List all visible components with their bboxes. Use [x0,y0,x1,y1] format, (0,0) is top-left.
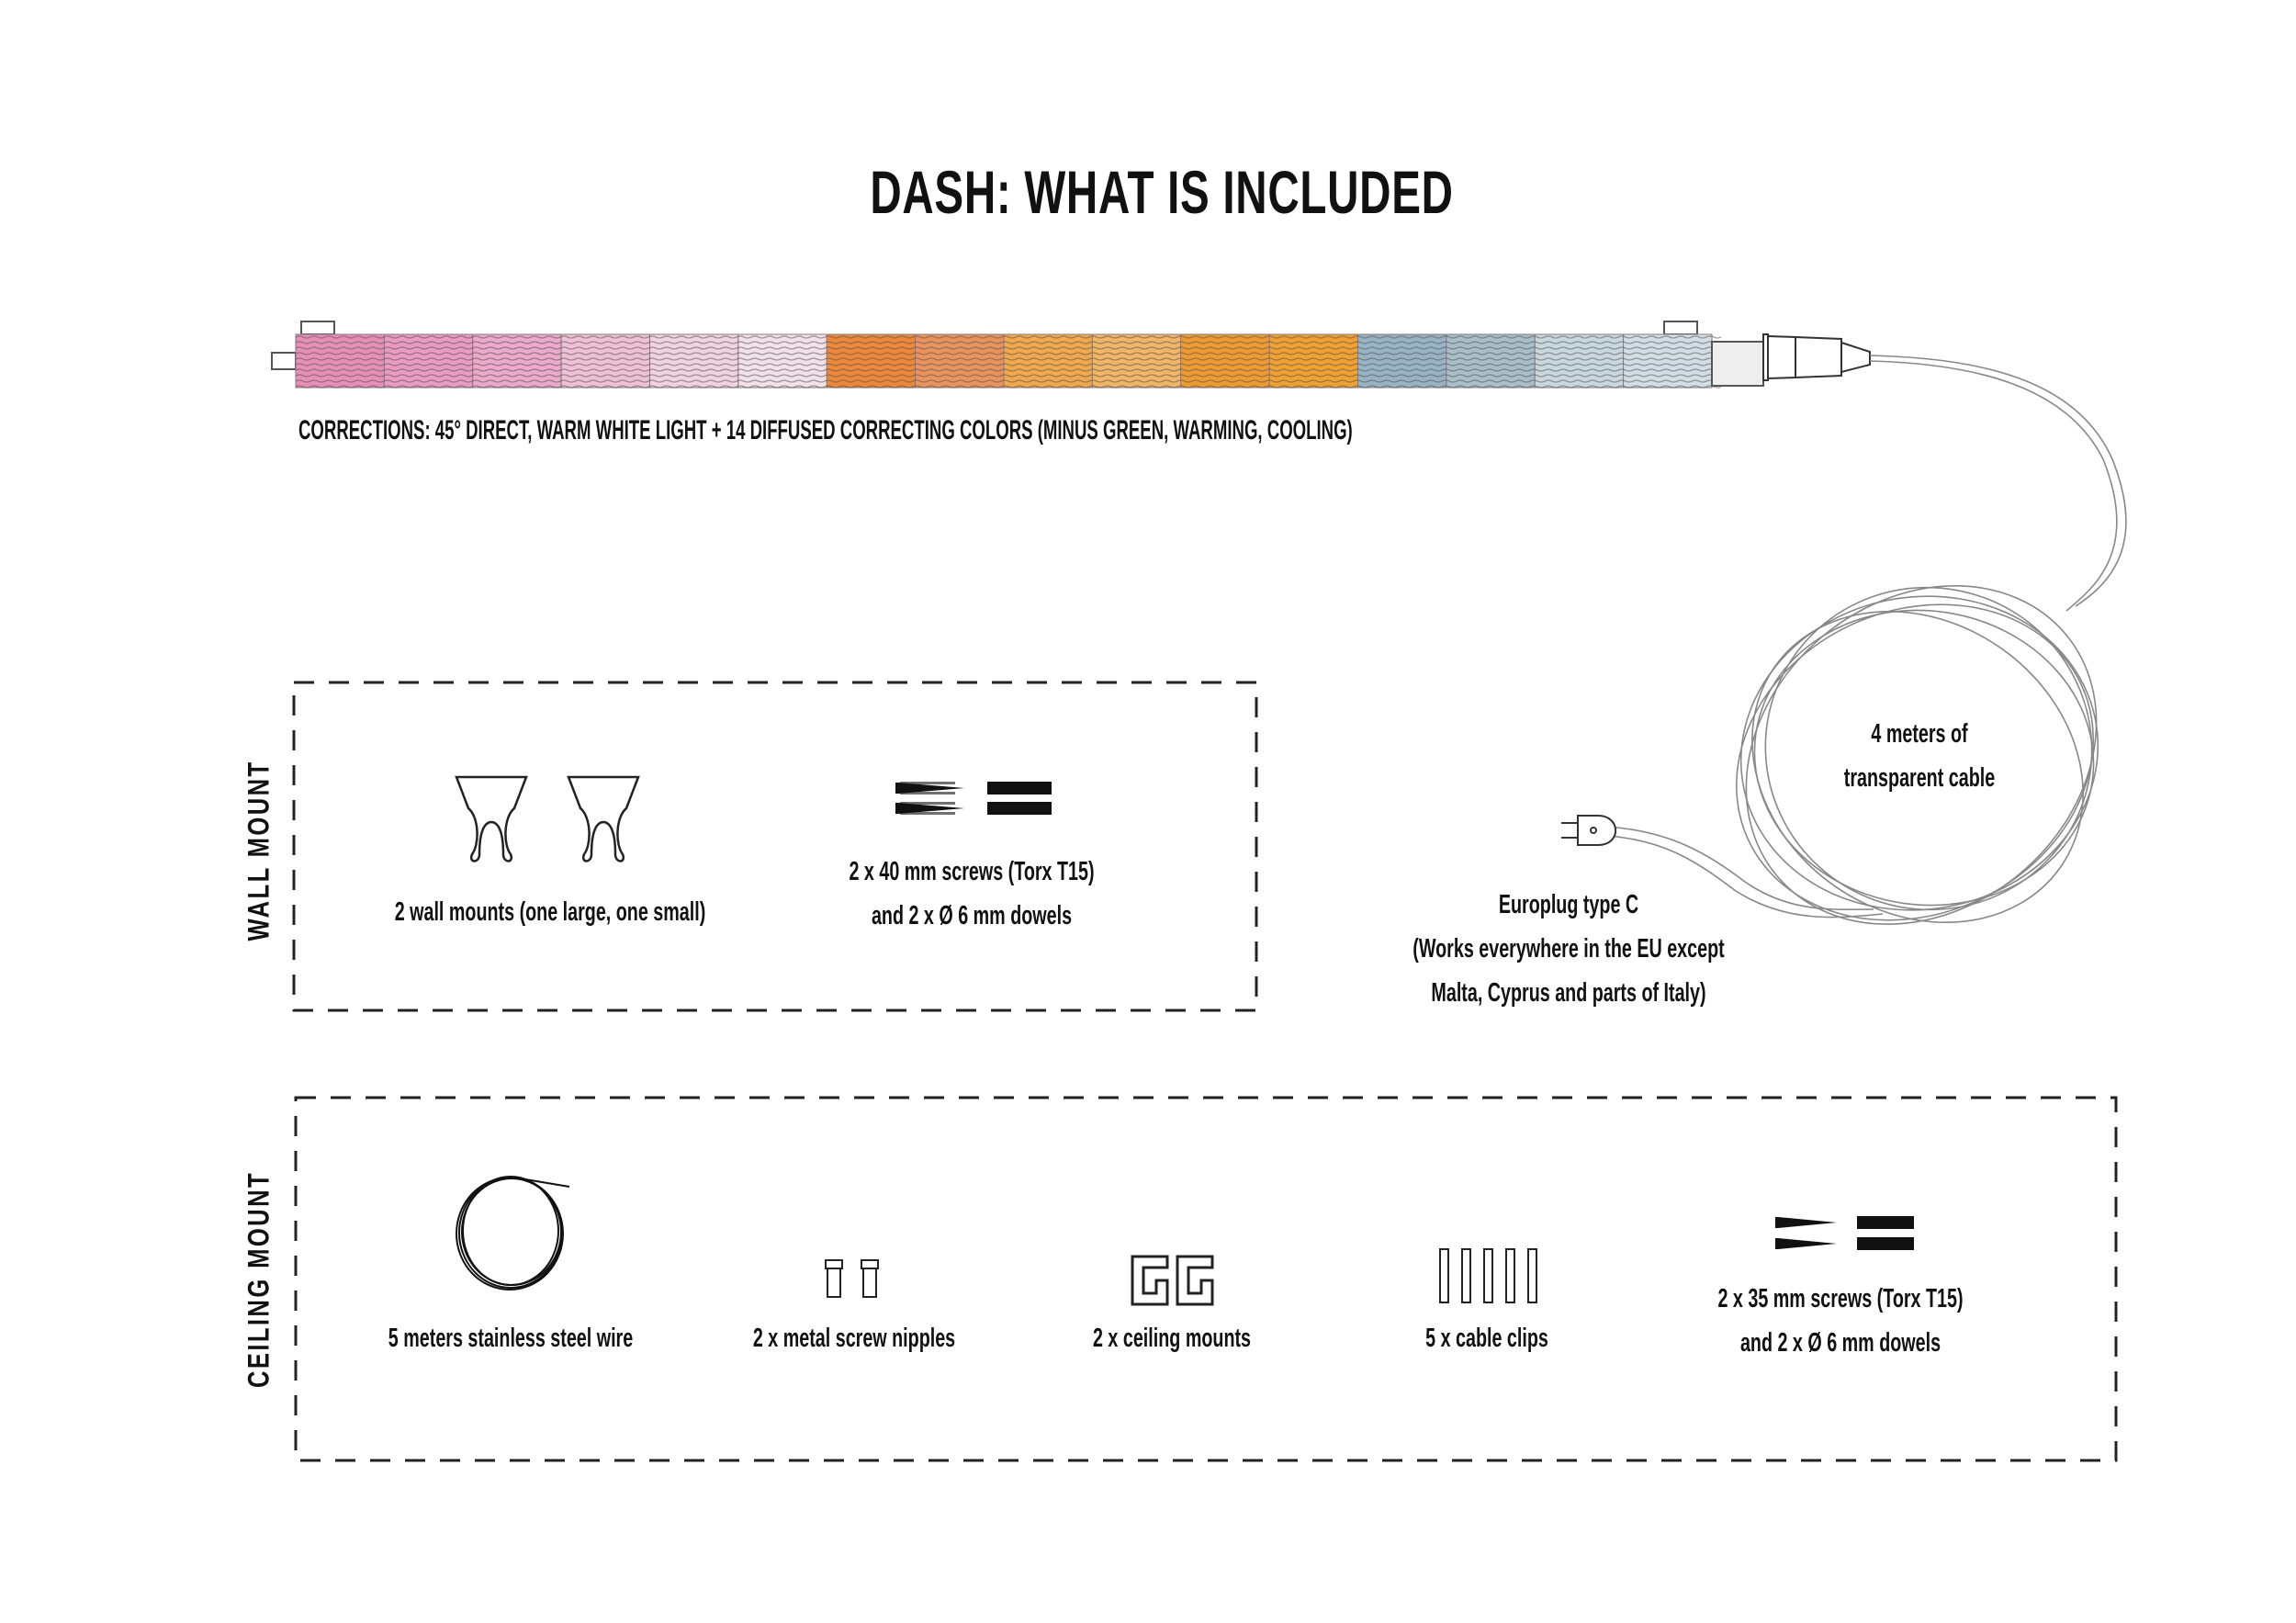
lamp-rib-line [295,346,1722,350]
lamp-rib-line [295,352,1722,355]
wall-mount-item-label: 2 wall mounts (one large, one small) [394,897,706,927]
wall-mount-box [292,681,1258,1012]
wall-screws-label-line: and 2 x Ø 6 mm dowels [871,900,1073,930]
lamp-rib-line [295,357,1722,361]
lamp-rib-line [295,335,1722,339]
page-title: DASH: WHAT IS INCLUDED [870,158,1454,226]
cable-clip-icon [1439,1248,1537,1303]
steel-wire-coil-icon [456,1176,570,1291]
wall-screws-label: 2 x 40 mm screws (Torx T15) and 2 x Ø 6 … [849,851,1094,939]
cable-label-line: transparent cable [1843,762,1996,793]
wall-mount-bracket-icon [455,775,640,862]
lamp-color-segment [1003,333,1093,389]
europlug-label: Europlug type C (Works everywhere in the… [1412,884,1724,1016]
lamp-rib-line [295,385,1722,389]
wall-mount-heading: WALL MOUNT [242,760,276,941]
europlug-label-line: Malta, Cyprus and parts of Italy) [1431,977,1706,1008]
lamp-color-segment [1091,333,1182,389]
lamp-color-segment [383,333,474,389]
lamp-color-segment [649,333,739,389]
lamp-rib-line [295,341,1722,344]
ceiling-mount-box [294,1096,2118,1462]
screw-nipples-label: 2 x metal screw nipples [752,1324,956,1353]
ceiling-mount-icon [1131,1255,1214,1306]
lamp-clip-left-icon [300,321,335,335]
ceiling-mount-heading: CEILING MOUNT [242,1171,276,1388]
cable-label: 4 meters of transparent cable [1844,713,1995,801]
screws-and-dowels-icon [1775,1216,1914,1250]
lamp-color-segment [560,333,650,389]
corrections-text: CORRECTIONS: 45° DIRECT, WARM WHITE LIGH… [298,415,1353,445]
lamp-color-segment [1357,333,1447,389]
steel-wire-label: 5 meters stainless steel wire [388,1324,634,1353]
lamp-color-segment [737,333,827,389]
ceiling-screws-label-line: 2 x 35 mm screws (Torx T15) [1717,1284,1964,1313]
screw-nipple-icon [825,1259,879,1298]
lamp-color-segment [1623,333,1713,389]
lamp-color-segment [472,333,562,389]
lamp-rib-line [295,368,1722,372]
screws-and-dowels-icon [895,782,1052,815]
dash-lamp [271,321,1871,389]
cable-connector-icon [1762,333,1871,381]
wall-screws-label-line: 2 x 40 mm screws (Torx T15) [849,857,1095,886]
lamp-end-pin-icon [271,352,297,370]
transparent-cable [1606,355,2127,925]
europlug-icon [1561,815,1617,846]
lamp-color-segment [1268,333,1358,389]
lamp-clip-right-icon [1663,321,1698,335]
cable-clips-label: 5 x cable clips [1425,1324,1548,1353]
ceiling-screws-label: 2 x 35 mm screws (Torx T15) and 2 x Ø 6 … [1717,1278,1963,1366]
lamp-end-cap [1711,341,1764,387]
cable-label-line: 4 meters of [1871,719,1968,749]
lamp-color-segment [1446,333,1536,389]
ceiling-mounts-label: 2 x ceiling mounts [1092,1324,1252,1353]
europlug-label-line: (Works everywhere in the EU except [1412,933,1725,964]
lamp-rib-line [295,363,1722,366]
lamp-rib-line [295,379,1722,383]
lamp-rib-line [295,374,1722,378]
europlug-label-line: Europlug type C [1498,890,1639,919]
lamp-color-segment [915,333,1005,389]
lamp-color-segment [826,333,917,389]
ceiling-screws-label-line: and 2 x Ø 6 mm dowels [1739,1327,1941,1358]
